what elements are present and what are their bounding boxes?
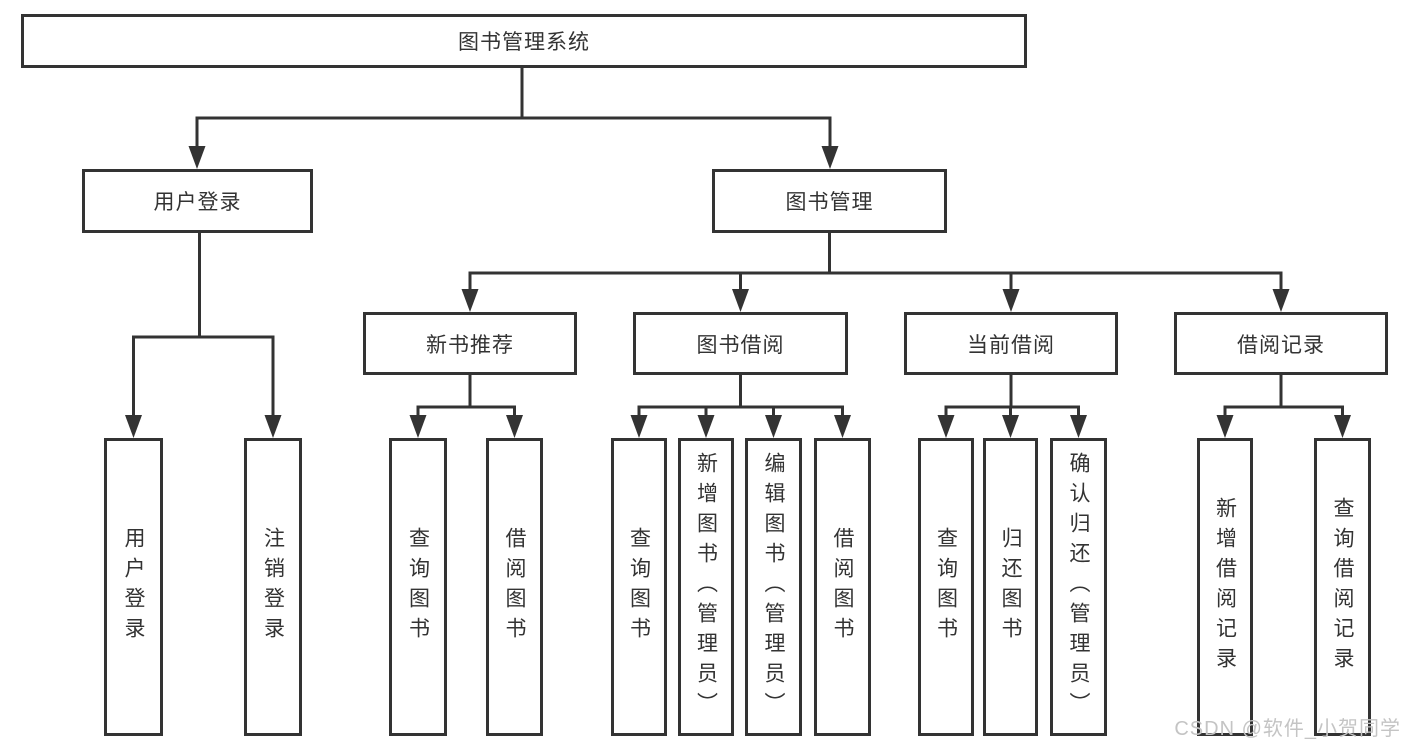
connector-userlogin-to-leaves bbox=[132, 233, 275, 418]
leaf-current-confirm-return-admin: 确认归还（管理员） bbox=[1050, 438, 1107, 736]
leaf-borrow-query-books: 查询图书 bbox=[611, 438, 667, 736]
connector-newbook-to-leaves bbox=[416, 375, 516, 418]
node-book-management: 图书管理 bbox=[712, 169, 947, 233]
node-borrow-records: 借阅记录 bbox=[1174, 312, 1388, 375]
leaf-records-query-record: 查询借阅记录 bbox=[1314, 438, 1371, 736]
leaf-current-return-books: 归还图书 bbox=[983, 438, 1038, 736]
arrow-down-icons bbox=[125, 146, 1351, 438]
connector-currentborrow-to-leaves bbox=[944, 375, 1080, 418]
connector-root-to-level2 bbox=[195, 68, 832, 150]
node-new-book-recommend: 新书推荐 bbox=[363, 312, 577, 375]
leaf-logout: 注销登录 bbox=[244, 438, 302, 736]
leaf-current-query-books: 查询图书 bbox=[918, 438, 974, 736]
leaf-borrow-borrow-books: 借阅图书 bbox=[814, 438, 871, 736]
node-book-borrow: 图书借阅 bbox=[633, 312, 848, 375]
node-user-login: 用户登录 bbox=[82, 169, 313, 233]
watermark-text: CSDN @软件_小贺同学 bbox=[1174, 718, 1401, 740]
node-root: 图书管理系统 bbox=[21, 14, 1027, 68]
leaf-newbook-query-books: 查询图书 bbox=[389, 438, 447, 736]
leaf-user-login: 用户登录 bbox=[104, 438, 163, 736]
node-current-borrow: 当前借阅 bbox=[904, 312, 1118, 375]
leaf-borrow-edit-books-admin: 编辑图书（管理员） bbox=[745, 438, 802, 736]
connector-bookborrow-to-leaves bbox=[637, 375, 844, 418]
leaf-newbook-borrow-books: 借阅图书 bbox=[486, 438, 543, 736]
leaf-records-add-record: 新增借阅记录 bbox=[1197, 438, 1253, 736]
connector-borrowrecords-to-leaves bbox=[1223, 375, 1344, 418]
connector-bookmgmt-to-level3 bbox=[468, 233, 1283, 292]
leaf-borrow-add-books-admin: 新增图书（管理员） bbox=[678, 438, 734, 736]
